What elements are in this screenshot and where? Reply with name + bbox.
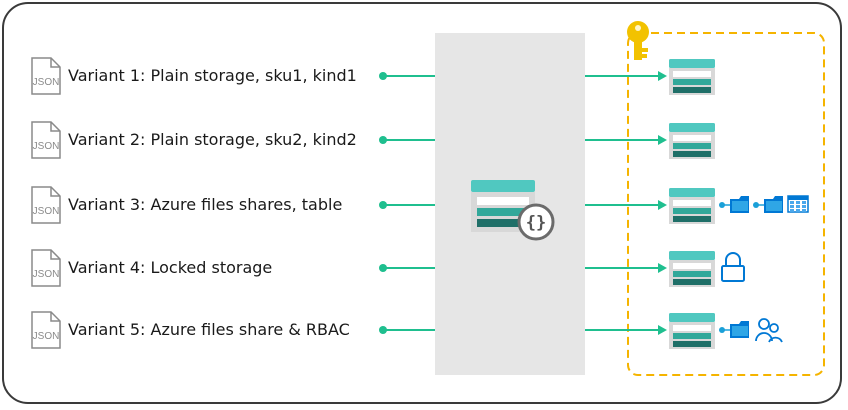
variant-label: Variant 4: Locked storage bbox=[68, 258, 273, 277]
file-share-icon bbox=[719, 321, 749, 338]
output-arrow bbox=[585, 325, 667, 335]
json-file-icon: JSON bbox=[30, 120, 62, 160]
input-connector bbox=[379, 201, 435, 209]
variant-label: Variant 5: Azure files share & RBAC bbox=[68, 320, 350, 339]
storage-account-icon bbox=[669, 251, 715, 287]
users-icon bbox=[755, 318, 783, 343]
svg-text:JSON: JSON bbox=[33, 331, 60, 342]
json-file-icon: JSON bbox=[30, 310, 62, 350]
svg-text:JSON: JSON bbox=[33, 206, 60, 217]
output-arrow bbox=[585, 263, 667, 273]
storage-account-icon bbox=[669, 313, 715, 349]
file-share-icon bbox=[719, 196, 749, 213]
lock-icon bbox=[721, 252, 745, 282]
json-file-icon: JSON bbox=[30, 56, 62, 96]
output-arrow bbox=[585, 71, 667, 81]
key-icon bbox=[627, 21, 649, 60]
variant-label: Variant 1: Plain storage, sku1, kind1 bbox=[68, 66, 357, 85]
variant-label: Variant 3: Azure files shares, table bbox=[68, 195, 343, 214]
resource-group-boundary bbox=[627, 32, 825, 376]
input-connector bbox=[379, 326, 435, 334]
svg-text:JSON: JSON bbox=[33, 141, 60, 152]
svg-text:JSON: JSON bbox=[33, 269, 60, 280]
input-connector bbox=[379, 264, 435, 272]
input-connector bbox=[379, 136, 435, 144]
svg-text:{}: {} bbox=[526, 213, 546, 233]
braces-icon: {} bbox=[517, 203, 555, 241]
file-share-icon bbox=[753, 196, 783, 213]
storage-account-icon bbox=[669, 188, 715, 224]
svg-text:JSON: JSON bbox=[33, 77, 60, 88]
variant-label: Variant 2: Plain storage, sku2, kind2 bbox=[68, 130, 357, 149]
input-connector bbox=[379, 72, 435, 80]
json-file-icon: JSON bbox=[30, 185, 62, 225]
output-arrow bbox=[585, 200, 667, 210]
json-file-icon: JSON bbox=[30, 248, 62, 288]
output-arrow bbox=[585, 135, 667, 145]
table-icon bbox=[787, 195, 809, 213]
storage-account-icon bbox=[669, 59, 715, 95]
storage-account-icon bbox=[669, 123, 715, 159]
